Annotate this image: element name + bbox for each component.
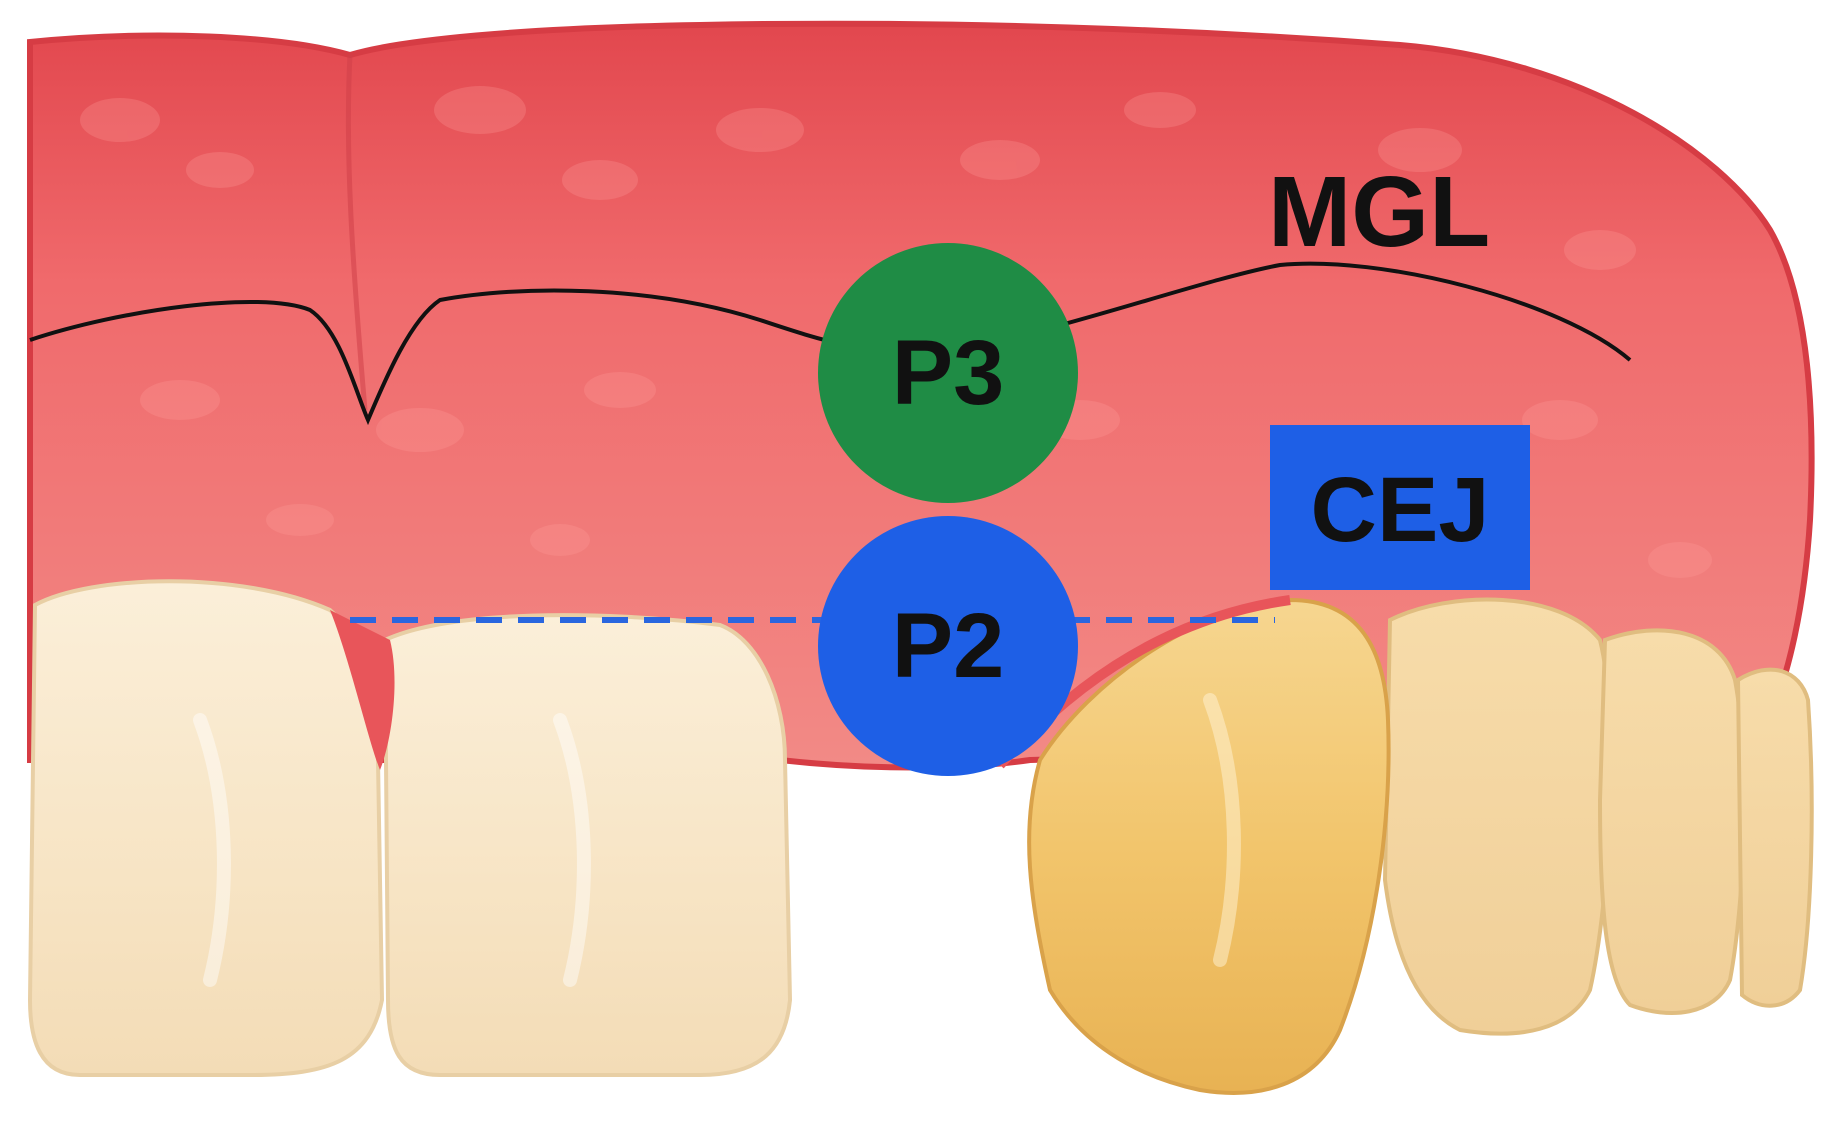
mgl-line [29, 261, 1632, 426]
cej-label: CEJ [1311, 459, 1490, 561]
tooth-left-central-incisor [27, 579, 385, 1077]
gingiva-texture [80, 86, 1712, 578]
tooth-left-central-highlight [193, 713, 231, 987]
p2-circle [818, 516, 1078, 776]
tooth-right-central-incisor [382, 613, 793, 1077]
tooth-receded-highlight [1203, 693, 1241, 967]
cej-box [1270, 425, 1530, 590]
p3-label: P3 [892, 322, 1005, 424]
p2-label: P2 [892, 595, 1005, 697]
p3-circle [818, 243, 1078, 503]
tooth-right-central-highlight [553, 713, 591, 987]
frenum-groove [345, 54, 368, 411]
p2-marker: P2 [818, 516, 1078, 776]
tooth-premolar-2 [1597, 628, 1747, 1015]
interdental-papilla [330, 610, 395, 770]
tooth-molar [1735, 667, 1814, 1008]
tooth-premolar-1 [1382, 597, 1613, 1036]
cej-label-box: CEJ [1270, 425, 1530, 590]
mgl-label: MGL [1268, 156, 1490, 268]
p3-marker: P3 [818, 243, 1078, 503]
